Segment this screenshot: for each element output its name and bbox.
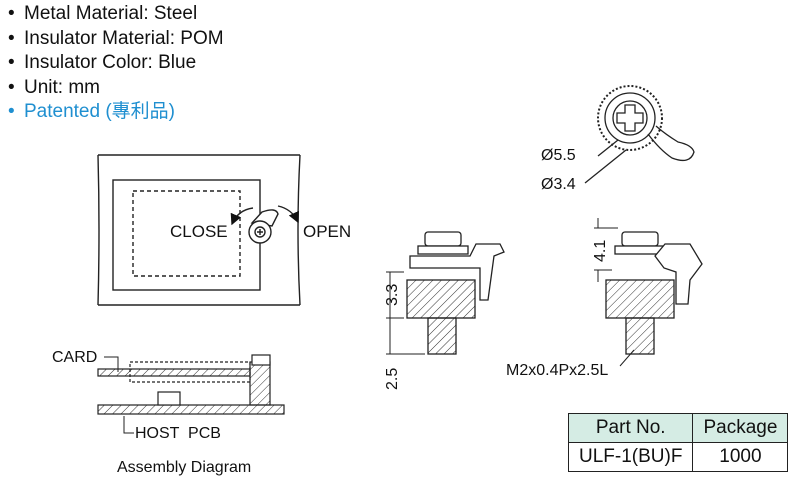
cap bbox=[621, 231, 659, 247]
detail-view bbox=[584, 85, 695, 184]
table-header-row: Part No. Package bbox=[567, 413, 789, 443]
thread bbox=[427, 317, 457, 355]
spec-metal-material: • Metal Material: Steel bbox=[8, 2, 224, 27]
bullet: • bbox=[8, 52, 15, 73]
spec-unit: • Unit: mm bbox=[8, 76, 224, 101]
knurl-circle bbox=[597, 85, 663, 151]
bullet: • bbox=[8, 76, 15, 98]
side-view-left bbox=[386, 231, 505, 355]
label-close: CLOSE bbox=[170, 222, 228, 241]
wing-lever bbox=[647, 125, 695, 162]
header-package: Package bbox=[692, 413, 789, 443]
bullet: • bbox=[8, 3, 15, 24]
spec-text: Metal Material: Steel bbox=[24, 3, 198, 24]
open-arrow bbox=[277, 205, 299, 224]
dim-thread-length: 2.5 bbox=[384, 368, 401, 390]
side-view-right bbox=[594, 218, 703, 367]
head-circle bbox=[604, 92, 656, 144]
spec-patented: • Patented (專利品) bbox=[8, 100, 224, 125]
spec-insulator-color: • Insulator Color: Blue bbox=[8, 51, 224, 76]
knurled-body bbox=[406, 279, 476, 319]
spec-text: Unit: mm bbox=[24, 76, 100, 98]
card-section bbox=[97, 368, 251, 377]
latch-top-icon bbox=[248, 209, 279, 244]
card-window-inner bbox=[132, 190, 241, 277]
parts-table: Part No. Package ULF-1(BU)F 1000 bbox=[567, 413, 789, 472]
spec-text: Insulator Color: Blue bbox=[24, 52, 197, 73]
cell-package: 1000 bbox=[692, 442, 789, 472]
dim-cap-height: 4.1 bbox=[592, 240, 609, 262]
thread bbox=[625, 317, 655, 355]
spec-list: • Metal Material: Steel • Insulator Materi… bbox=[8, 2, 224, 125]
dim-outer-diameter: Ø5.5 bbox=[541, 147, 576, 164]
assembly-caption: Assembly Diagram bbox=[117, 459, 251, 476]
cell-part-no: ULF-1(BU)F bbox=[567, 442, 694, 472]
card-outline bbox=[97, 154, 301, 306]
lever-profile bbox=[654, 243, 703, 305]
bullet: • bbox=[8, 27, 15, 49]
top-view bbox=[97, 154, 301, 306]
cap bbox=[424, 231, 462, 247]
host-pcb-section bbox=[97, 404, 285, 415]
spec-insulator-material: • Insulator Material: POM bbox=[8, 27, 224, 52]
latch-assembled bbox=[249, 361, 271, 406]
label-card: CARD bbox=[52, 349, 97, 366]
thread-spec: M2x0.4Px2.5L bbox=[506, 362, 608, 379]
table-row: ULF-1(BU)F 1000 bbox=[567, 442, 789, 472]
label-host-pcb: HOST PCB bbox=[135, 425, 221, 442]
bullet: • bbox=[8, 101, 15, 122]
dim-inner-diameter: Ø3.4 bbox=[541, 176, 576, 193]
header-part-no: Part No. bbox=[567, 413, 694, 443]
cross-slot-icon bbox=[616, 104, 644, 132]
knurled-body bbox=[605, 279, 675, 319]
lever-profile bbox=[409, 243, 505, 301]
assembly-view bbox=[97, 354, 285, 434]
close-arrow bbox=[230, 207, 254, 226]
dim-head-height: 3.3 bbox=[384, 284, 401, 306]
spec-text: Insulator Material: POM bbox=[24, 27, 224, 49]
spec-text: Patented (專利品) bbox=[24, 101, 175, 122]
label-open: OPEN bbox=[303, 222, 351, 241]
